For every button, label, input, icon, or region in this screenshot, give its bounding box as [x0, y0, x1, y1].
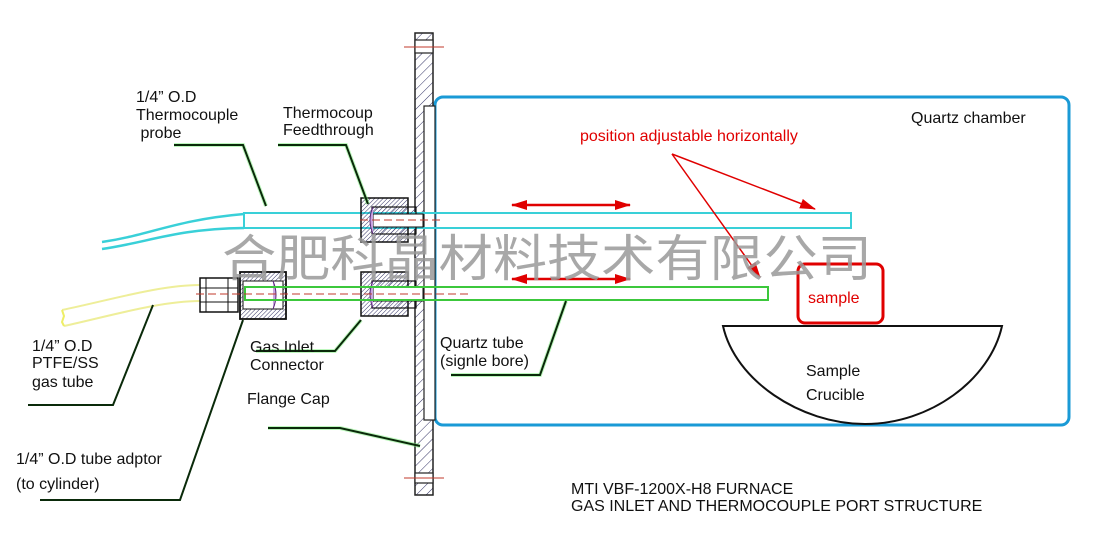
label-gas-inlet-1: Gas Inlet: [250, 339, 315, 356]
note-arrow-sample: [671, 153, 761, 278]
label-tube-adaptor-1: 1/4” O.D tube adptor: [16, 451, 163, 468]
label-quartz-tube-1: Quartz tube: [440, 335, 524, 352]
label-quartz-chamber: Quartz chamber: [911, 110, 1026, 127]
label-quartz-tube-2: (signle bore): [440, 353, 529, 370]
leader-lines: [28, 143, 568, 501]
label-gas-tube-2: PTFE/SS: [32, 355, 99, 372]
label-thermocouple-probe-3: probe: [136, 125, 181, 142]
label-feedthrough-1: Thermocoup: [283, 105, 373, 122]
watermark: 合肥科晶材料技术有限公司: [222, 230, 872, 288]
sample-box: [796, 262, 885, 325]
label-thermocouple-probe-2: Thermocouple: [136, 107, 238, 124]
tube-adaptor: [199, 271, 287, 320]
thermocouple-feedthrough: [360, 197, 440, 243]
flange-cap: [404, 32, 444, 496]
label-flange-cap: Flange Cap: [247, 391, 330, 408]
label-thermocouple-probe-1: 1/4” O.D: [136, 89, 196, 106]
sample-crucible: [721, 325, 1004, 426]
label-gas-tube-3: gas tube: [32, 374, 93, 391]
note-arrow-probe: [671, 153, 816, 210]
quartz-tube: [196, 286, 769, 301]
label-gas-tube-1: 1/4” O.D: [32, 338, 92, 355]
crucible-label-2: Crucible: [806, 387, 865, 404]
label-position-note: position adjustable horizontally: [580, 128, 798, 145]
thermocouple-probe: [101, 212, 852, 251]
diagram-title-line-2: GAS INLET AND THERMOCOUPLE PORT STRUCTUR…: [571, 498, 982, 515]
gas-tube: [60, 284, 201, 327]
label-feedthrough-2: Feedthrough: [283, 122, 374, 139]
label-tube-adaptor-2: (to cylinder): [16, 476, 100, 493]
crucible-label-1: Sample: [806, 363, 860, 380]
label-gas-inlet-2: Connector: [250, 357, 324, 374]
sample-label: sample: [808, 290, 860, 307]
diagram-title-line-1: MTI VBF-1200X-H8 FURNACE: [571, 481, 793, 498]
